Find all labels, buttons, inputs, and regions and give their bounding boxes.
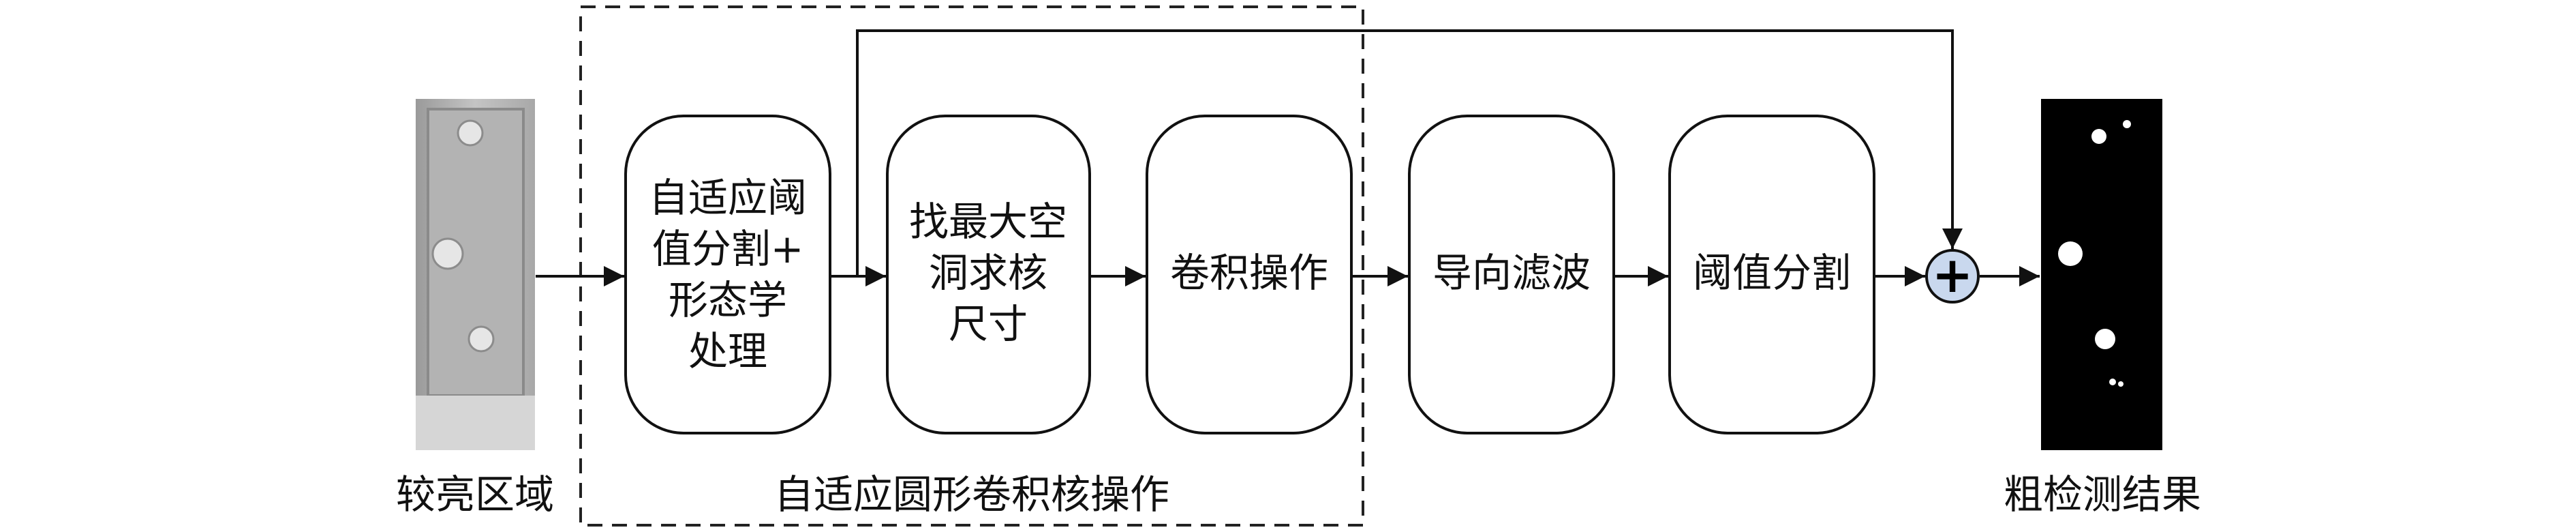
node-find-max-hole-line-1: 找最大空 (909, 198, 1067, 245)
adder-node: + (1925, 246, 1980, 304)
node-threshold-seg-label: 阈值分割 (1693, 250, 1851, 296)
input-caption: 较亮区域 (396, 471, 554, 518)
node-guided-filter: 导向滤波 (1408, 115, 1615, 434)
node-guided-filter-label: 导向滤波 (1432, 250, 1591, 296)
skip-connection-arrow (856, 29, 1963, 276)
node-convolution: 卷积操作 (1146, 115, 1353, 434)
output-caption: 粗检测结果 (2004, 471, 2201, 518)
node-adaptive-threshold-line-3: 形态学 (669, 277, 787, 323)
output-image (2041, 99, 2162, 450)
node-threshold-seg: 阈值分割 (1668, 115, 1875, 434)
group-box (579, 5, 1364, 527)
node-find-max-hole: 找最大空 洞求核 尺寸 (886, 115, 1091, 434)
node-adaptive-threshold-line-1: 自适应阈 (649, 175, 807, 221)
input-image (416, 99, 535, 450)
node-find-max-hole-line-3: 尺寸 (949, 301, 1028, 347)
group-caption: 自适应圆形卷积核操作 (774, 471, 1169, 518)
node-adaptive-threshold-line-4: 处理 (688, 328, 767, 374)
node-convolution-label: 卷积操作 (1170, 250, 1328, 296)
adder-plus-icon: + (1932, 246, 1973, 304)
node-adaptive-threshold-line-2: 值分割+ (652, 226, 804, 272)
node-adaptive-threshold: 自适应阈 值分割+ 形态学 处理 (624, 115, 831, 434)
node-find-max-hole-line-2: 洞求核 (929, 250, 1047, 296)
